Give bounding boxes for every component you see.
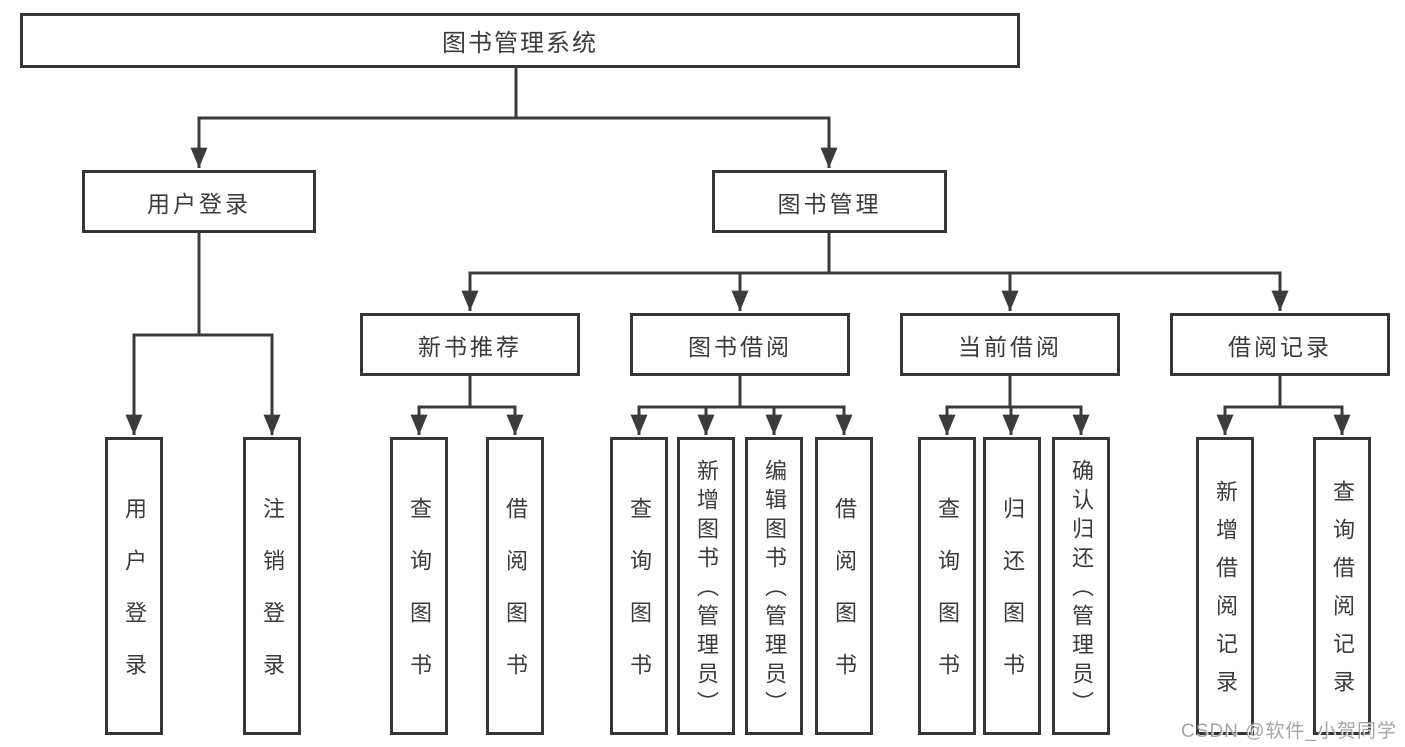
leaf-borrow-books-recommend: 借阅图书 [486,437,544,735]
node-user-login-branch: 用户登录 [82,170,316,233]
leaf-query-books-current: 查询图书 [918,437,976,735]
watermark: CSDN @软件_小贺同学 [1181,721,1397,742]
leaf-logout: 注销登录 [243,437,301,735]
leaf-user-login: 用户登录 [105,437,163,735]
node-library-system: 图书管理系统 [20,13,1020,68]
leaf-add-book-admin: 新增图书（管理员） [677,437,735,735]
leaf-return-book: 归还图书 [983,437,1041,735]
leaf-add-borrow-record: 新增借阅记录 [1196,437,1254,735]
node-new-book-recommend: 新书推荐 [360,313,580,376]
node-current-borrowing: 当前借阅 [900,313,1120,376]
leaf-confirm-return-admin: 确认归还（管理员） [1052,437,1110,735]
node-book-borrowing: 图书借阅 [630,313,850,376]
leaf-query-books-borrow: 查询图书 [610,437,668,735]
leaf-edit-book-admin: 编辑图书（管理员） [745,437,803,735]
leaf-query-borrow-record: 查询借阅记录 [1313,437,1371,735]
leaf-query-books-recommend: 查询图书 [390,437,448,735]
leaf-borrow-books: 借阅图书 [815,437,873,735]
node-borrowing-records: 借阅记录 [1170,313,1390,376]
node-book-management-branch: 图书管理 [712,170,947,233]
